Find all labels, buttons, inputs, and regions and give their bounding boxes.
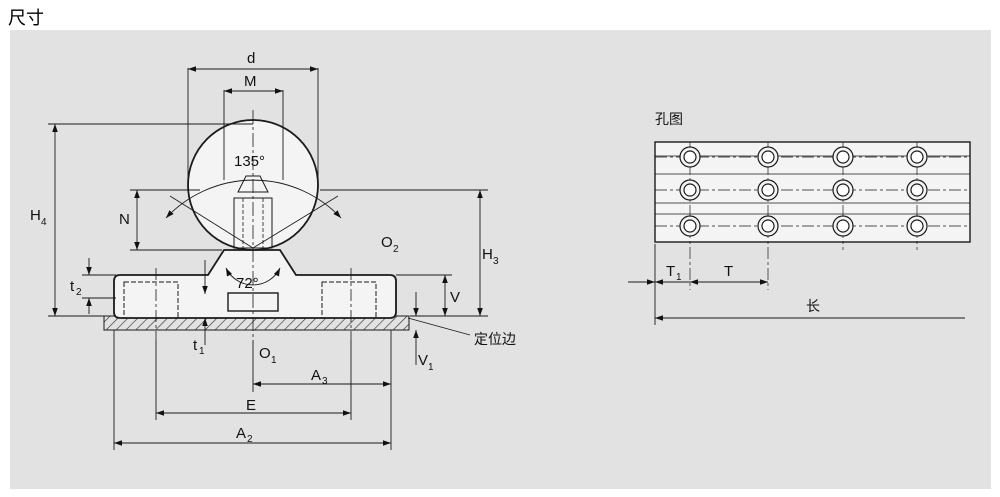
label-O2: O [381, 234, 393, 251]
rail-body [113, 249, 397, 319]
label-T: T [724, 263, 733, 280]
cross-section-view [103, 110, 410, 340]
label-A2: A [236, 425, 246, 442]
hole [906, 215, 928, 237]
label-E: E [246, 397, 256, 414]
cross-section-labels: d M 135° N H 4 H 3 O 2 72° t 2 V t 1 O 1… [30, 50, 516, 445]
hole-pattern-title: 孔图 [655, 112, 683, 128]
label-d: d [247, 50, 255, 67]
label-H3-sub: 3 [493, 256, 499, 267]
label-O1: O [259, 345, 271, 362]
label-H4-sub: 4 [41, 217, 47, 228]
hole [906, 146, 928, 168]
label-t2: t [70, 278, 75, 295]
label-N: N [119, 211, 130, 228]
label-H3: H [482, 246, 493, 263]
label-t1-sub: 1 [199, 346, 205, 357]
dimension-lines [48, 66, 488, 450]
hole [832, 179, 854, 201]
label-angle-72: 72° [236, 275, 259, 292]
hole [757, 146, 779, 168]
label-O1-sub: 1 [271, 355, 277, 366]
label-reference-edge: 定位边 [474, 332, 516, 348]
label-T1-sub: 1 [676, 272, 682, 283]
hole [757, 215, 779, 237]
label-H4: H [30, 207, 41, 224]
hole [679, 146, 701, 168]
label-V: V [450, 289, 460, 306]
label-O2-sub: 2 [393, 244, 399, 255]
hole [679, 179, 701, 201]
label-t1: t [193, 337, 198, 354]
label-length: 长 [806, 299, 820, 315]
hole-pattern-view: 孔图 T 1 T 长 [628, 112, 971, 325]
label-V1: V [418, 352, 428, 369]
label-A3: A [311, 367, 321, 384]
section-title: 尺寸 [8, 8, 44, 29]
label-T1: T [666, 263, 675, 280]
label-V1-sub: 1 [428, 362, 434, 373]
holes-grid [679, 146, 928, 237]
hole [757, 179, 779, 201]
label-angle-135: 135° [234, 153, 265, 170]
label-A3-sub: 3 [322, 376, 328, 387]
label-t2-sub: 2 [76, 287, 82, 298]
label-M: M [244, 73, 257, 90]
hole [832, 146, 854, 168]
hole [832, 215, 854, 237]
hole [679, 215, 701, 237]
label-A2-sub: 2 [247, 434, 253, 445]
hole [906, 179, 928, 201]
